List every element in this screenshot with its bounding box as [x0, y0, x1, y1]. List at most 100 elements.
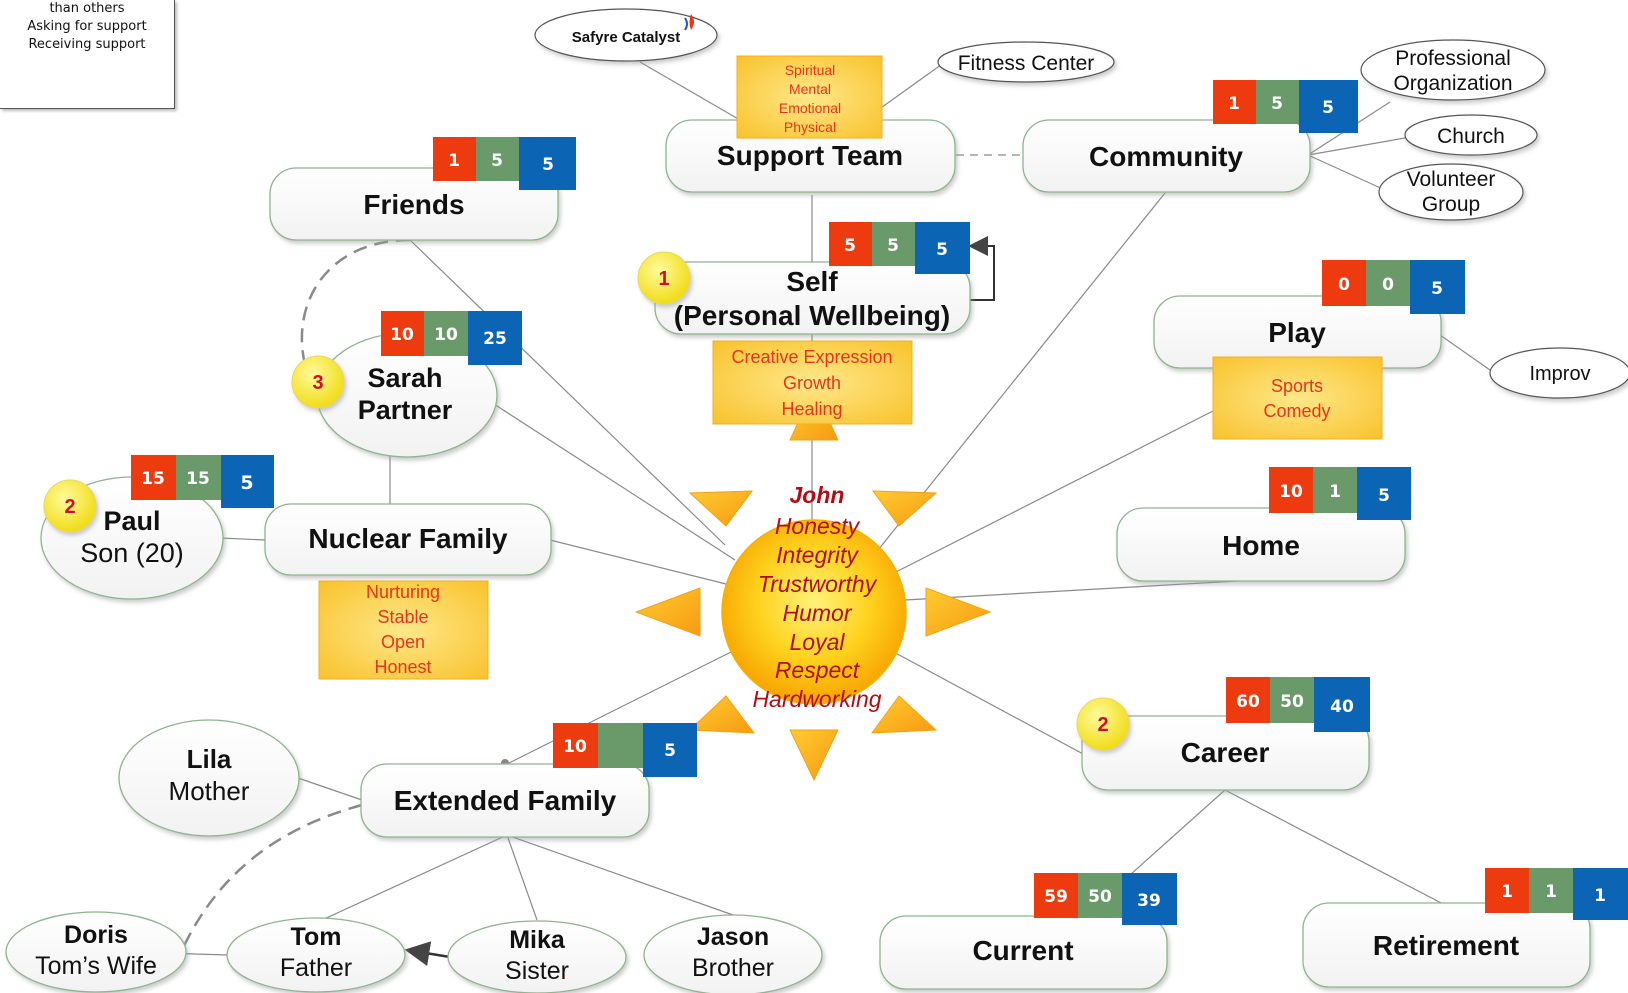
volunteer-label: Volunteer [1407, 168, 1496, 191]
score-asking: 60 [1236, 692, 1260, 712]
score-total: 5 [936, 240, 948, 260]
score-asking: 10 [390, 325, 414, 345]
improv-node[interactable]: Improv [1489, 347, 1628, 399]
career-node[interactable]: Career [1081, 715, 1370, 791]
self-node[interactable]: Self (Personal Wellbeing) [654, 261, 971, 335]
legend-line: Asking for support [27, 19, 147, 34]
score-asking: 59 [1044, 887, 1068, 907]
retirement-title: Retirement [1373, 930, 1519, 961]
score-asking: 1 [1228, 94, 1240, 114]
improv-label: Improv [1529, 363, 1590, 385]
home-scores: 10 1 5 [1269, 467, 1411, 520]
career-title: Career [1181, 737, 1270, 768]
jason-node[interactable]: Jason Brother [643, 914, 823, 993]
jason-subtitle: Brother [692, 954, 774, 982]
retirement-scores: 1 1 1 [1485, 868, 1628, 920]
score-asking: 10 [1279, 482, 1303, 502]
score-total: 5 [240, 472, 253, 494]
paul-title: Paul [103, 506, 160, 536]
score-receiving: 1 [1329, 482, 1341, 502]
group-label: Group [1422, 193, 1480, 216]
tag-text: Sports [1271, 376, 1323, 396]
svg-text:2: 2 [64, 496, 75, 518]
play-scores: 0 0 5 [1322, 260, 1465, 314]
jason-title: Jason [697, 923, 769, 951]
tom-node[interactable]: Tom Father [226, 917, 406, 993]
friends-title: Friends [363, 189, 464, 220]
score-total: 5 [664, 741, 676, 761]
doris-title: Doris [64, 921, 128, 949]
svg-text:1: 1 [658, 268, 669, 290]
support-team-title: Support Team [717, 140, 903, 171]
organization-label: Organization [1393, 72, 1512, 95]
score-total: 5 [542, 155, 554, 175]
sun-center: John Honesty Integrity Trustworthy Humor… [634, 386, 992, 782]
score-receiving: 15 [186, 469, 210, 489]
home-node[interactable]: Home [1116, 507, 1406, 582]
score-total: 5 [1378, 486, 1390, 506]
score-asking: 5 [844, 236, 856, 256]
community-title: Community [1089, 141, 1243, 172]
nuclear-family-title: Nuclear Family [308, 523, 508, 554]
sarah-scores: 10 10 25 [381, 311, 522, 365]
friends-node[interactable]: Friends [269, 167, 559, 241]
safyre-catalyst-node[interactable]: Safyre Catalyst [534, 8, 718, 62]
sarah-title: Sarah [367, 363, 442, 393]
mika-title: Mika [509, 926, 566, 954]
tom-title: Tom [291, 923, 342, 951]
svg-text:2: 2 [1097, 714, 1108, 736]
nuclear-family-node[interactable]: Nuclear Family [264, 503, 552, 576]
mika-subtitle: Sister [505, 957, 569, 985]
score-asking: 0 [1338, 275, 1350, 295]
volunteer-group-node[interactable]: Volunteer Group [1378, 163, 1524, 221]
center-value: Honesty [775, 513, 861, 539]
play-node[interactable]: Play [1153, 295, 1442, 369]
legend-box: than others Asking for support Receiving… [0, 0, 175, 109]
self-title: Self [786, 266, 838, 297]
center-value: Hardworking [752, 686, 881, 712]
extended-family-node[interactable]: Extended Family [360, 763, 650, 838]
score-total: 1 [1594, 886, 1606, 906]
tag-text: Comedy [1263, 401, 1330, 421]
mika-node[interactable]: Mika Sister [447, 920, 627, 993]
score-asking: 15 [141, 469, 165, 489]
legend-line: than others [49, 1, 125, 16]
self-tags: Creative Expression Growth Healing [712, 340, 913, 425]
friends-scores: 1 5 5 [433, 137, 576, 190]
safyre-label: Safyre Catalyst [572, 29, 680, 46]
doris-node[interactable]: Doris Tom’s Wife [5, 911, 187, 993]
score-receiving: 5 [887, 236, 899, 256]
professional-organization-node[interactable]: Professional Organization [1360, 39, 1546, 101]
home-title: Home [1222, 530, 1300, 561]
tom-subtitle: Father [280, 954, 352, 982]
professional-label: Professional [1395, 47, 1511, 70]
tag-text: Nurturing [366, 582, 440, 602]
tag-text: Mental [789, 81, 831, 97]
current-scores: 59 50 39 [1034, 873, 1177, 925]
center-value: Loyal [790, 629, 846, 655]
center-value: Respect [775, 657, 861, 683]
flame-icon [689, 14, 694, 30]
tag-text: Physical [784, 119, 836, 135]
career-priority-badge: 2 [1076, 697, 1130, 751]
sarah-node[interactable]: Sarah Partner [316, 332, 498, 458]
tag-text: Healing [781, 399, 842, 419]
fitness-center-node[interactable]: Fitness Center [937, 41, 1115, 83]
current-title: Current [972, 935, 1073, 966]
support-team-tags: Spiritual Mental Emotional Physical [736, 55, 883, 139]
center-value: Humor [782, 600, 852, 626]
flame-icon-accent [684, 17, 688, 31]
center-value: Trustworthy [758, 571, 878, 597]
nuclear-family-tags: Nurturing Stable Open Honest [318, 580, 489, 680]
score-receiving: 5 [491, 151, 503, 171]
lila-node[interactable]: Lila Mother [118, 719, 300, 837]
score-receiving: 10 [434, 325, 458, 345]
church-node[interactable]: Church [1404, 114, 1538, 156]
tag-text: Spiritual [785, 62, 836, 78]
tag-text: Creative Expression [731, 347, 892, 367]
retirement-node[interactable]: Retirement [1302, 902, 1591, 988]
current-node[interactable]: Current [879, 915, 1168, 990]
community-node[interactable]: Community [1022, 119, 1311, 193]
community-scores: 1 5 5 [1213, 80, 1358, 133]
